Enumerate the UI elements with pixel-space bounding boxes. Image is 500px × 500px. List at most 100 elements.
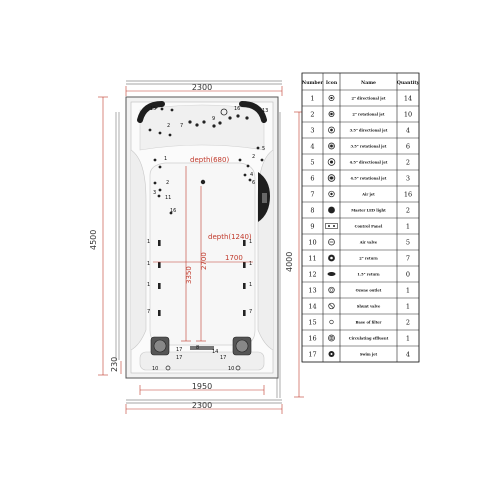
table-header: Number [302,80,324,86]
callout: 1 [164,156,167,162]
pillow-right-icon [239,101,267,123]
side-swim-unit [258,172,270,222]
row-number: 3 [310,127,314,135]
ozone-outlet-icon [328,286,335,294]
jets [148,105,264,371]
row-number: 14 [308,303,316,311]
row-quantity: 5 [406,239,410,247]
row-name: 1.5" return [357,273,380,277]
led-light-icon [328,206,335,214]
spa-shell [125,96,279,379]
rotational-jet-4-5in-icon [327,174,336,182]
callout: 3 [153,190,156,196]
row-quantity: 0 [406,271,410,279]
callout: 1 [147,239,150,245]
callout: 4 [250,172,253,178]
row-name: Circulating effluent [349,337,389,341]
callout: 7 [147,309,150,315]
row-name: Swim jet [360,353,378,357]
row-number: 8 [310,207,314,215]
dim-bottom-outer-label: 2300 [192,401,212,410]
row-number: 4 [310,143,314,151]
inner-dims [153,166,253,342]
table-row: 2 2" rotational jet 10 [310,111,412,119]
row-name: Air valve [359,241,378,245]
circulating-effluent-icon [328,334,335,342]
row-number: 13 [308,287,316,295]
table-row: 10 Air valve 5 [308,239,410,247]
callout: 13 [262,108,268,114]
row-name: Air jet [361,193,375,197]
callout: 16 [170,208,176,214]
dim-2700-label: 2700 [200,252,208,270]
return-2in-icon [328,254,335,262]
row-name: Master LED light [351,209,386,213]
pumps [150,336,252,356]
directional-jet-3-5in-icon [328,126,335,134]
callout: 1 [147,261,150,267]
dim-left-label: 4500 [89,230,98,250]
control-panel-icon [325,223,338,229]
row-quantity: 1 [406,335,410,343]
row-quantity: 2 [406,319,410,327]
pillow-left-icon [137,101,165,123]
dim-3350-label: 3350 [185,266,193,284]
callout: 7 [180,123,183,129]
row-name: Shunt valve [357,305,381,309]
callout: 7 [249,309,252,315]
table-header: Quantity [397,80,420,86]
callout: 17 [176,347,182,353]
row-quantity: 1 [406,303,410,311]
row-number: 16 [308,335,316,343]
row-quantity: 4 [406,127,410,135]
callout: 2 [252,154,255,160]
row-quantity: 14 [404,95,412,103]
callout: 5 [262,146,265,152]
row-name: 4.5" rotational jet [351,177,387,181]
directional-jet-4-5in-icon [327,158,336,166]
row-quantity: 10 [404,111,412,119]
row-name: 2" return [359,257,378,261]
row-number: 10 [308,239,316,247]
row-number: 2 [310,111,314,119]
shunt-valve-icon [328,302,335,310]
row-number: 9 [310,223,314,231]
swim-jet-bottom-icon [190,346,214,350]
rotational-jet-3-5in-icon [328,142,335,150]
row-quantity: 1 [406,287,410,295]
row-name: 2" rotational jet [352,113,384,117]
row-quantity: 1 [406,223,410,231]
filter-base-icon [329,319,334,325]
row-name: 2" directional jet [351,97,385,101]
row-quantity: 7 [406,255,410,263]
row-quantity: 2 [406,159,410,167]
directional-jet-2in-icon [328,95,335,101]
table-row: 14 Shunt valve 1 [308,303,410,311]
row-quantity: 3 [406,175,410,183]
table-row: 5 4.5" directional jet 2 [310,158,410,167]
row-number: 6 [310,175,314,183]
callout: 1 [147,282,150,288]
dim-left: 4500 230 [89,96,122,376]
row-number: 5 [310,159,314,167]
row-number: 17 [308,351,316,359]
row-number: 15 [308,319,316,327]
callout: 11 [165,195,171,201]
row-name: 4.5" directional jet [350,161,388,165]
row-number: 7 [310,191,314,199]
return-1-5in-icon [327,272,336,276]
air-jet-icon [328,190,335,198]
dim-right-label: 4000 [285,252,294,272]
table-header: Name [361,80,376,86]
